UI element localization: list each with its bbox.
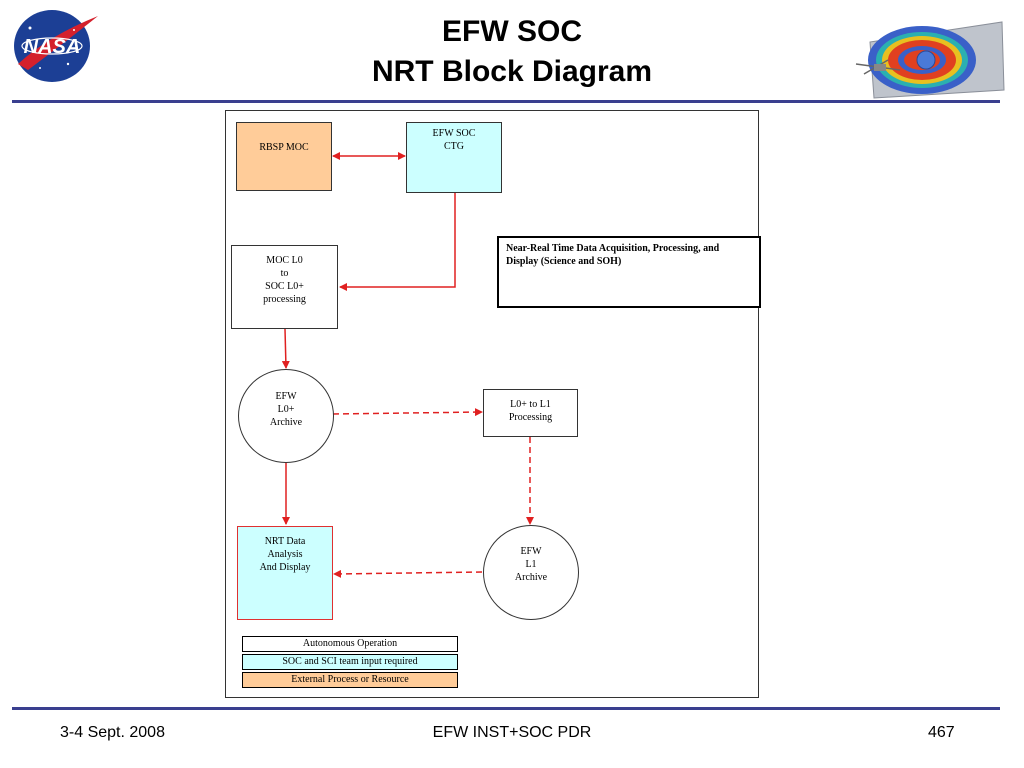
arrow-archive-l1proc <box>332 408 483 417</box>
legend-autonomous: Autonomous Operation <box>242 636 458 652</box>
footer-page-number: 467 <box>928 724 955 741</box>
footer-divider <box>12 707 1000 710</box>
legend-external: External Process or Resource <box>242 672 458 688</box>
node-moc-l0-processing: MOC L0 to SOC L0+ processing <box>231 245 338 329</box>
note-nrt-description: Near-Real Time Data Acquisition, Process… <box>497 236 761 308</box>
node-nrt-data-analysis: NRT Data Analysis And Display <box>237 526 333 620</box>
header-divider <box>12 100 1000 103</box>
node-efw-l0-archive: EFW L0+ Archive <box>238 369 334 463</box>
legend-soc-sci: SOC and SCI team input required <box>242 654 458 670</box>
page-title-line1: EFW SOC <box>442 15 582 48</box>
arrow-l1archive-nrt <box>333 569 483 578</box>
page-title-line2: NRT Block Diagram <box>371 55 653 88</box>
node-l0-to-l1-processing: L0+ to L1 Processing <box>483 389 578 437</box>
arrow-ctg-l0 <box>339 193 456 291</box>
footer-date: 3-4 Sept. 2008 <box>60 724 165 741</box>
nasa-logo: NASA <box>8 6 100 84</box>
node-efw-soc-ctg: EFW SOC CTG <box>406 122 502 193</box>
footer-event: EFW INST+SOC PDR <box>432 724 592 741</box>
node-rbsp-moc: RBSP MOC <box>236 122 332 191</box>
arrow-l0-archive <box>281 328 290 369</box>
radiation-belt-image <box>852 12 1012 104</box>
node-efw-l1-archive: EFW L1 Archive <box>483 525 579 620</box>
